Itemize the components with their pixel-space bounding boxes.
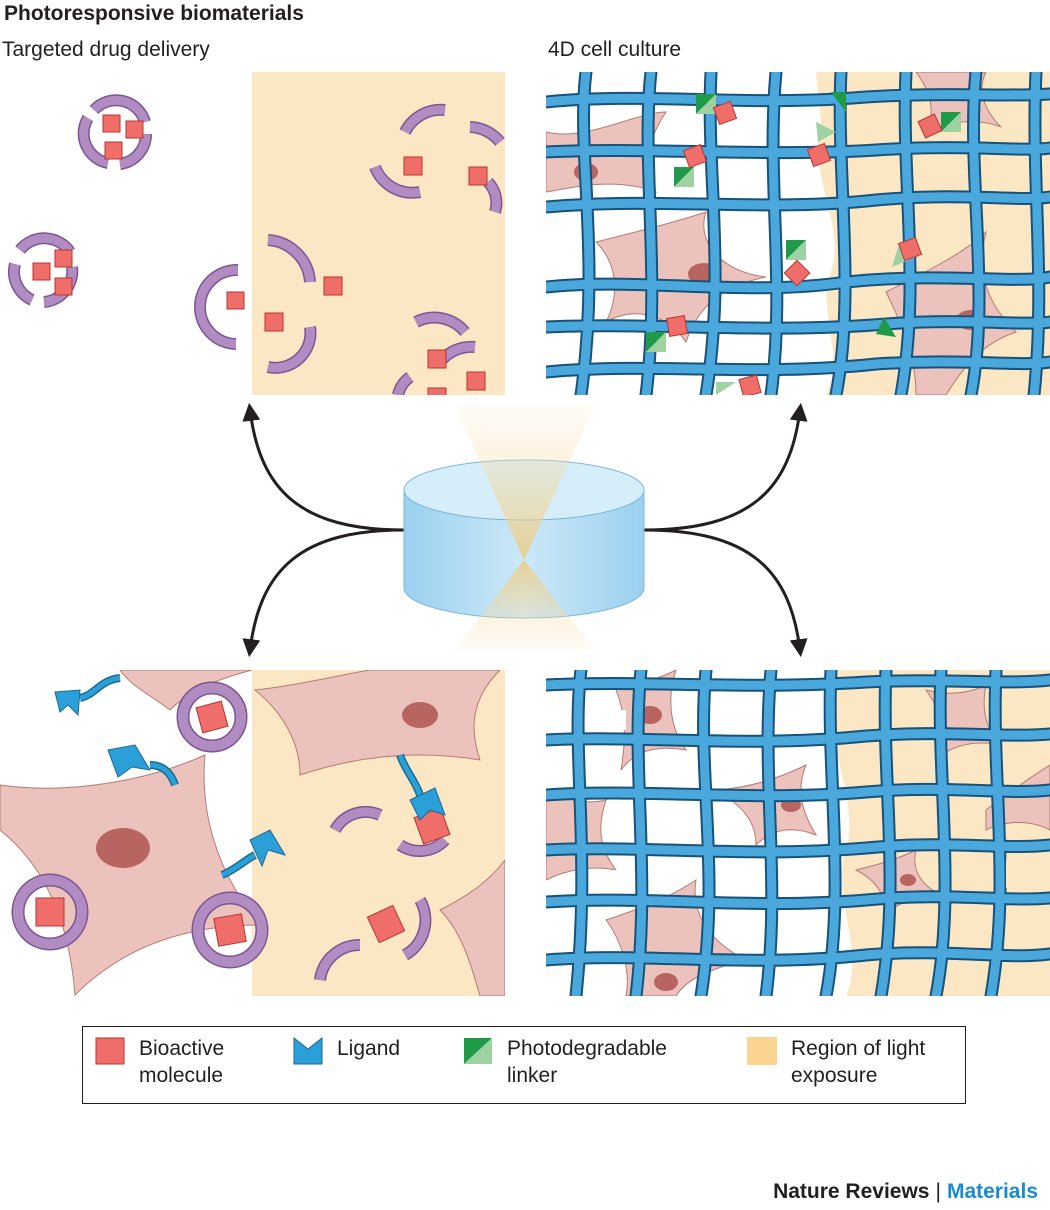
released-carrier xyxy=(264,234,343,374)
legend-label-bioactive: Bioactive molecule xyxy=(139,1037,225,1087)
ligand xyxy=(220,829,287,879)
legend-item-ligand: Ligand xyxy=(293,1035,400,1065)
ligand-icon xyxy=(293,1037,323,1065)
opened-carrier xyxy=(314,896,432,982)
journal-credit: Nature Reviews|Materials xyxy=(773,1180,1038,1204)
carrier-with-cargo xyxy=(191,891,269,969)
arrow-to-ligand-panel xyxy=(242,528,405,658)
cell xyxy=(439,859,505,996)
ligand xyxy=(54,674,121,717)
intact-carrier xyxy=(8,232,79,308)
cell xyxy=(119,670,253,711)
journal-brand: Nature Reviews xyxy=(773,1180,930,1203)
ligand xyxy=(396,753,446,821)
legend-label-light: Region of light exposure xyxy=(791,1037,926,1087)
legend-label-ligand: Ligand xyxy=(337,1037,401,1060)
intact-linker xyxy=(783,240,811,287)
released-carrier xyxy=(369,103,505,214)
intact-linker xyxy=(696,94,738,126)
photoresponsive-hydrogel-disk xyxy=(403,459,645,619)
right-heading: 4D cell culture xyxy=(548,38,682,61)
intact-linker xyxy=(917,112,961,139)
intact-carrier xyxy=(77,94,153,170)
intact-linker xyxy=(646,314,689,352)
ligand xyxy=(107,744,179,787)
legend: Bioactive molecule Ligand Photodegradabl… xyxy=(82,1026,966,1104)
photodegradable-linker-icon xyxy=(464,1038,492,1064)
ligand-presentation-panel xyxy=(0,670,505,996)
degraded-network-gaps xyxy=(586,700,756,947)
bioactive-molecule-icon xyxy=(95,1037,125,1065)
legend-item-light: Region of light exposure xyxy=(747,1035,925,1089)
cleaved-linker xyxy=(806,92,846,168)
journal-name: Materials xyxy=(946,1180,1038,1203)
cell-culture-linker-panel xyxy=(546,72,1050,395)
arrow-to-drug-delivery xyxy=(242,402,405,532)
cleaved-linker xyxy=(876,236,923,337)
drug-delivery-panel xyxy=(0,72,505,395)
figure-title: Photoresponsive biomaterials xyxy=(4,2,304,25)
left-heading: Targeted drug delivery xyxy=(2,38,210,61)
hydrogel-network xyxy=(546,670,1050,996)
carrier-with-cargo xyxy=(11,873,89,951)
intact-linker xyxy=(716,374,762,395)
released-carrier xyxy=(392,311,486,395)
light-beam xyxy=(455,405,595,650)
light-exposure-icon xyxy=(747,1037,777,1065)
legend-label-linker: Photodegradable linker xyxy=(507,1037,667,1087)
arrow-to-cell-culture xyxy=(643,402,808,532)
hydrogel-network xyxy=(546,72,1050,395)
carrier-with-cargo xyxy=(176,681,248,753)
legend-item-linker: Photodegradable linker xyxy=(463,1035,667,1089)
light-exposure-region xyxy=(252,72,505,395)
cell-culture-degradation-panel xyxy=(546,670,1050,996)
credit-separator: | xyxy=(935,1180,941,1203)
opening-carrier xyxy=(194,263,245,350)
legend-item-bioactive: Bioactive molecule xyxy=(95,1035,224,1089)
cell xyxy=(253,670,501,776)
cleaved-network-gaps xyxy=(846,760,1036,945)
arrow-to-degradation-panel xyxy=(643,528,808,658)
intact-linker xyxy=(674,143,708,187)
